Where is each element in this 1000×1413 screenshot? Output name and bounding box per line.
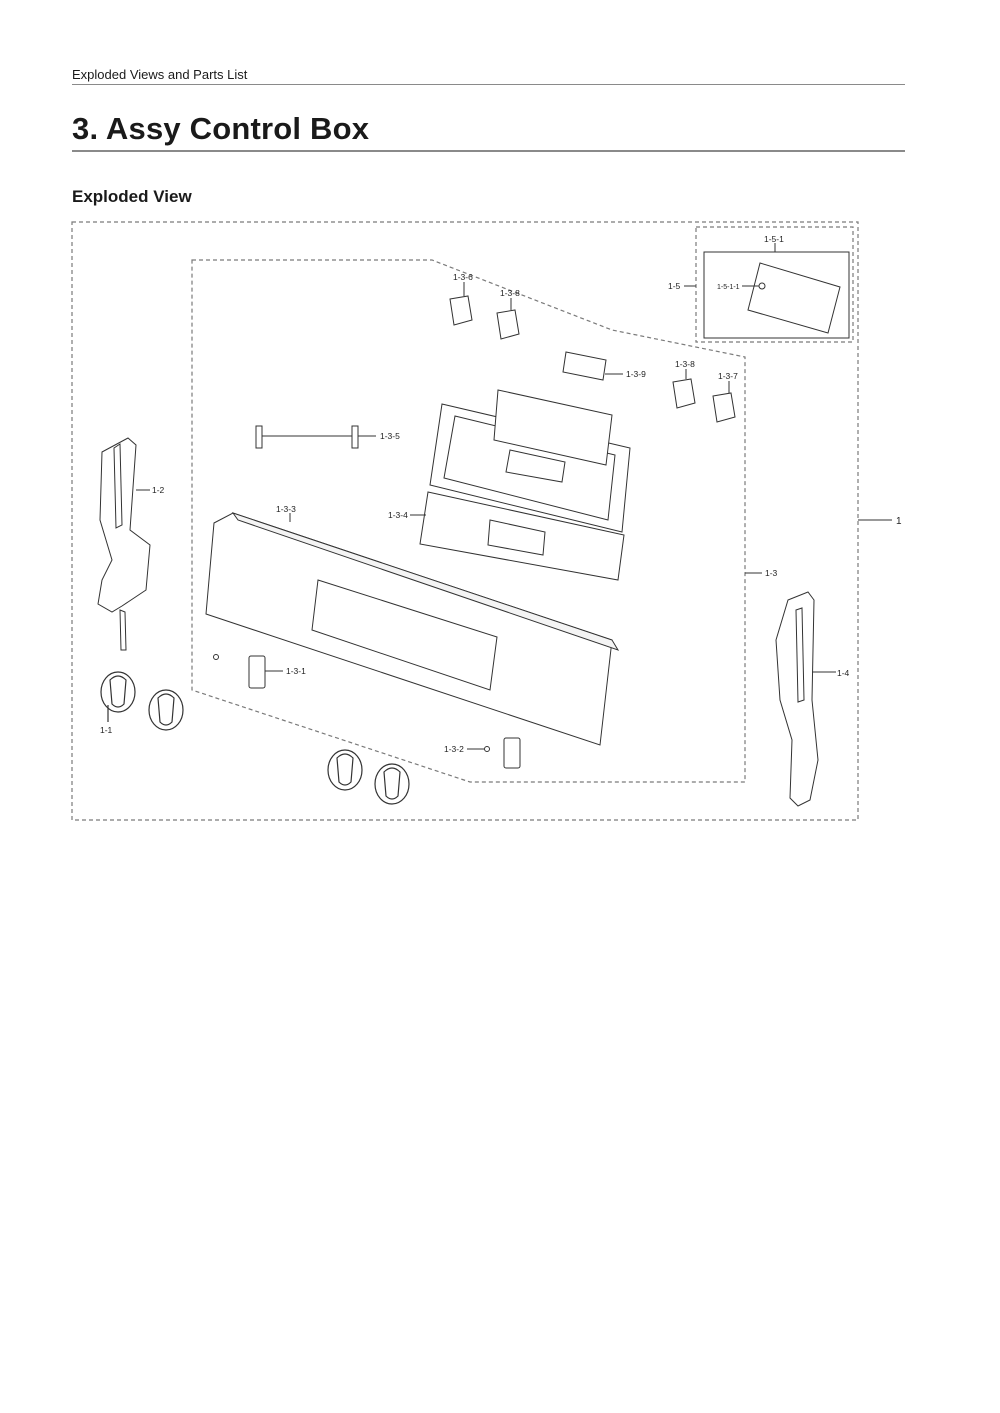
spacer-1-3-1 xyxy=(248,655,283,689)
callout-1-3-5: 1-3-5 xyxy=(380,431,400,441)
section-title: Exploded View xyxy=(72,187,192,206)
header-rule xyxy=(72,84,905,85)
callout-1-3: 1-3 xyxy=(765,568,778,578)
label-card xyxy=(747,262,841,334)
callout-1-3-3: 1-3-3 xyxy=(276,504,296,514)
rod-1-3-5 xyxy=(255,425,376,449)
callout-1-5: 1-5 xyxy=(668,281,681,291)
callout-1-3-1: 1-3-1 xyxy=(286,666,306,676)
callout-1-5-1: 1-5-1 xyxy=(764,234,784,244)
switch-1-3-8-b xyxy=(672,369,696,409)
callout-1-3-9: 1-3-9 xyxy=(626,369,646,379)
pcb-1-3-9 xyxy=(493,351,623,466)
bracket-1-4 xyxy=(775,591,836,807)
callout-1-2: 1-2 xyxy=(152,485,165,495)
switch-1-3-7 xyxy=(712,381,736,423)
callout-1: 1 xyxy=(896,516,902,527)
switch-1-3-8-a xyxy=(496,298,520,340)
callout-1-3-8-a: 1-3-8 xyxy=(500,288,520,298)
assembly-1-5-1-frame xyxy=(703,251,850,339)
running-head: Exploded Views and Parts List xyxy=(72,67,248,82)
display-window-1-3-4 xyxy=(410,491,625,581)
callout-1-3-7: 1-3-7 xyxy=(718,371,738,381)
assembly-1-5-boundary xyxy=(695,226,854,343)
title-rule xyxy=(72,150,905,152)
callout-1-5-1-1: 1-5-1-1 xyxy=(717,284,740,291)
bracket-1-2 xyxy=(97,437,151,651)
knobs-1-1 xyxy=(100,671,410,805)
callout-1-3-8-b: 1-3-8 xyxy=(675,359,695,369)
callout-1-3-6: 1-3-6 xyxy=(453,272,473,282)
assembly-1-boundary xyxy=(71,221,859,821)
switch-1-3-6 xyxy=(449,282,473,326)
callout-1-1: 1-1 xyxy=(100,725,113,735)
page-title: 3. Assy Control Box xyxy=(72,111,370,146)
callout-1-3-2: 1-3-2 xyxy=(444,744,464,754)
assembly-1-3-boundary xyxy=(191,259,746,783)
callout-1-4: 1-4 xyxy=(837,668,850,678)
callout-1-3-4: 1-3-4 xyxy=(388,510,408,520)
spacer-1-3-2 xyxy=(467,737,521,769)
front-panel-1-3-3 xyxy=(205,512,620,746)
